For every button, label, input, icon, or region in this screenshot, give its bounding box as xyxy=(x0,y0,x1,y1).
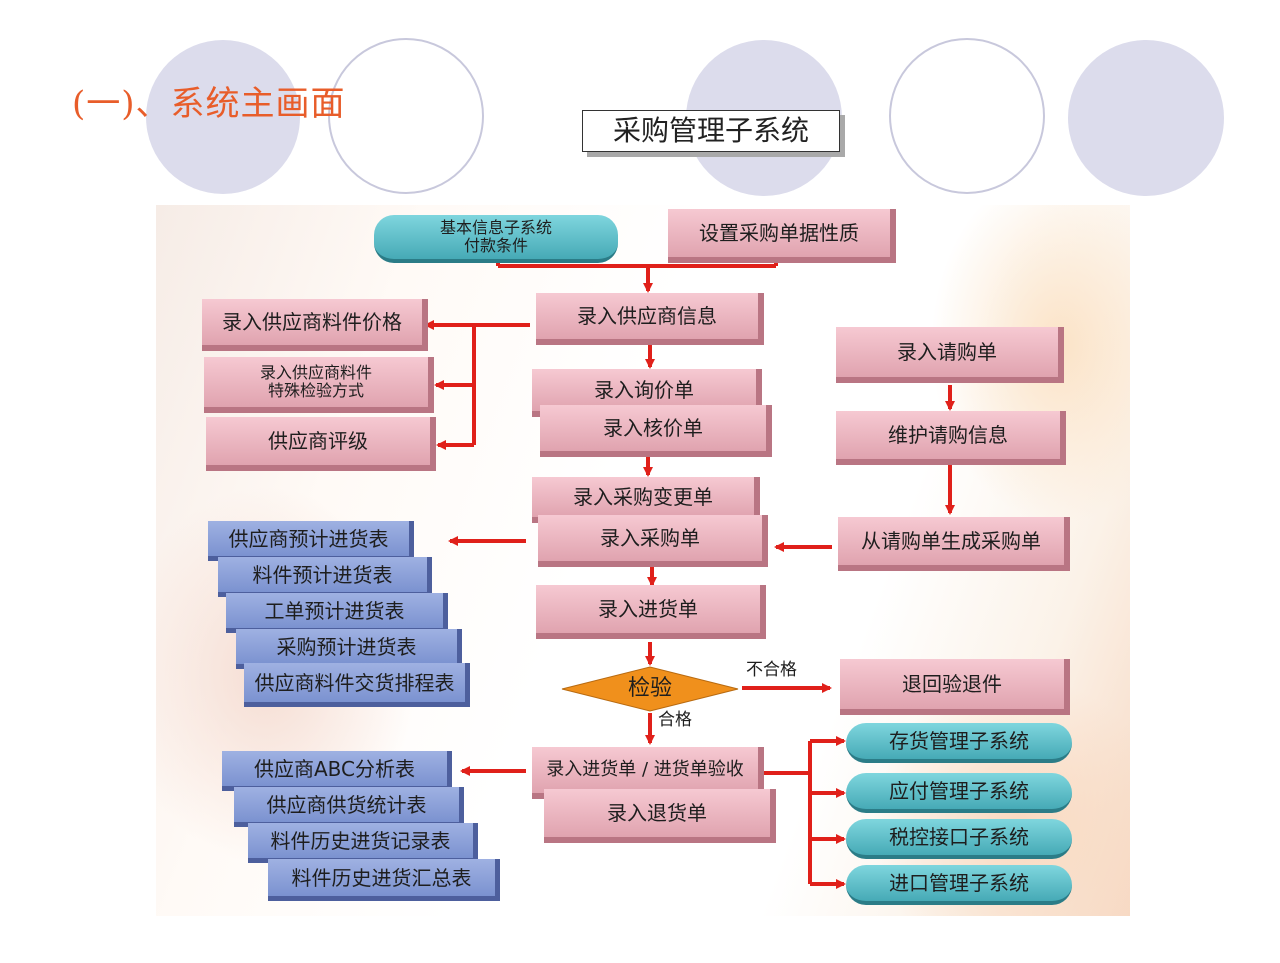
label-fail: 不合格 xyxy=(746,660,797,680)
report-stat-4: 料件历史进货汇总表 xyxy=(268,859,500,901)
node-set-doc: 设置采购单据性质 xyxy=(668,209,896,263)
node-maintain-req: 维护请购信息 xyxy=(836,411,1066,465)
report-stat-2: 供应商供货统计表 xyxy=(234,787,464,827)
flow-arrows xyxy=(424,253,955,889)
node-receipt: 录入进货单 xyxy=(536,585,766,639)
report-forecast-2: 料件预计进货表 xyxy=(218,557,432,597)
system-title: 采购管理子系统 xyxy=(582,110,840,152)
node-return-inspect: 退回验退件 xyxy=(840,659,1070,715)
node-supplier-inspect: 录入供应商料件 特殊检验方式 xyxy=(204,357,434,413)
node-supplier-price: 录入供应商料件价格 xyxy=(202,299,428,351)
node-po: 录入采购单 xyxy=(538,515,768,567)
subsystem-payable: 应付管理子系统 xyxy=(846,773,1072,813)
node-requisition: 录入请购单 xyxy=(836,327,1064,383)
node-inspect: 检验 xyxy=(627,675,672,701)
node-gen-po: 从请购单生成采购单 xyxy=(838,517,1070,571)
subsystem-inventory: 存货管理子系统 xyxy=(846,723,1072,763)
node-return-goods: 录入退货单 xyxy=(544,789,776,843)
report-forecast-3: 工单预计进货表 xyxy=(226,593,448,633)
subsystem-import: 进口管理子系统 xyxy=(846,865,1072,905)
report-forecast-1: 供应商预计进货表 xyxy=(208,521,414,561)
label-pass: 合格 xyxy=(658,710,692,730)
decor-circle-5 xyxy=(1068,40,1224,196)
node-supplier-info: 录入供应商信息 xyxy=(536,293,764,345)
decor-circle-4 xyxy=(889,38,1045,194)
node-base-info: 基本信息子系统 付款条件 xyxy=(374,215,618,263)
report-forecast-5: 供应商料件交货排程表 xyxy=(244,663,470,707)
node-price-check: 录入核价单 xyxy=(540,405,772,457)
node-supplier-rating: 供应商评级 xyxy=(206,417,436,471)
decor-circle-2 xyxy=(328,38,484,194)
slide-title: (一)、系统主画面 xyxy=(72,84,346,124)
report-stat-1: 供应商ABC分析表 xyxy=(222,751,452,791)
report-forecast-4: 采购预计进货表 xyxy=(236,629,462,669)
inspect-diamond xyxy=(561,666,739,712)
subsystem-tax: 税控接口子系统 xyxy=(846,819,1072,859)
diagram-canvas: 基本信息子系统 付款条件 设置采购单据性质 录入供应商信息 录入供应商料件价格 … xyxy=(156,205,1130,916)
report-stat-3: 料件历史进货记录表 xyxy=(248,823,478,863)
decor-circle-1 xyxy=(146,40,300,194)
